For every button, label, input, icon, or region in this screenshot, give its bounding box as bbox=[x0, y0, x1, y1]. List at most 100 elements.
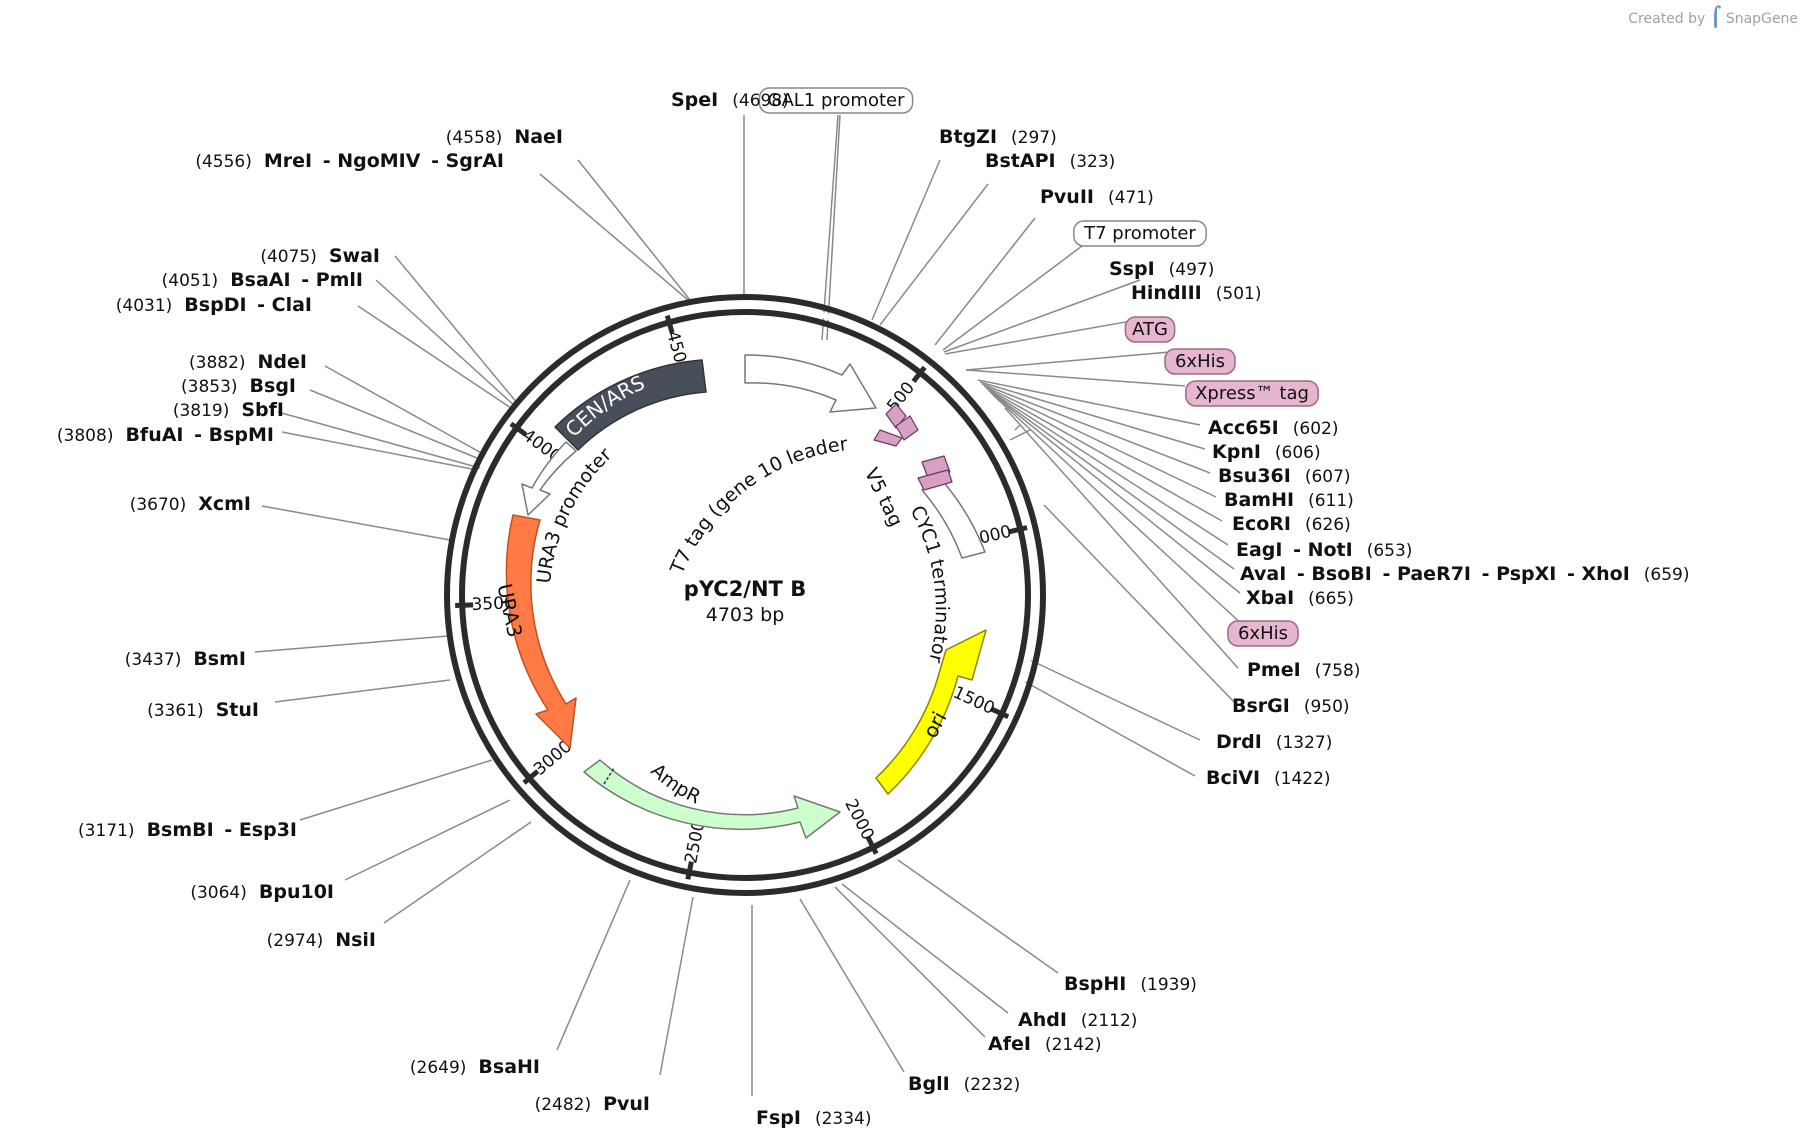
enzyme-site-label[interactable]: FspI(2334) bbox=[756, 1107, 872, 1129]
leader-line bbox=[556, 879, 631, 1051]
enzyme-site-label[interactable]: (4075)SwaI bbox=[260, 245, 380, 267]
enzyme-site-label[interactable]: SpeI(4698) bbox=[671, 89, 789, 111]
enzyme-site-label[interactable]: HindIII(501) bbox=[1131, 282, 1261, 304]
enzyme-name: BtgZI bbox=[939, 126, 997, 148]
his-tag-2-marker bbox=[917, 469, 953, 491]
enzyme-position: (3064) bbox=[190, 883, 247, 903]
leader-line bbox=[987, 389, 1229, 546]
enzyme-site-label[interactable]: AvaI - BsoBI - PaeR7I - PspXI - XhoI(659… bbox=[1240, 563, 1689, 585]
enzyme-site-label[interactable]: AfeI(2142) bbox=[988, 1033, 1101, 1055]
leader-line bbox=[799, 898, 905, 1073]
leader-line bbox=[991, 393, 1241, 594]
cen-ars-feature[interactable] bbox=[554, 359, 707, 451]
leader-line bbox=[577, 159, 691, 301]
enzyme-site-label[interactable]: BtgZI(297) bbox=[939, 126, 1057, 148]
enzyme-site-label[interactable]: Bsu36I(607) bbox=[1218, 465, 1351, 487]
enzyme-site-label[interactable]: (4031)BspDI - ClaI bbox=[116, 294, 312, 316]
enzyme-site-label[interactable]: (3171)BsmBI - Esp3I bbox=[78, 819, 297, 841]
cyc1-terminator-feature[interactable] bbox=[921, 477, 986, 559]
enzyme-site-label[interactable]: (3437)BsmI bbox=[125, 648, 246, 670]
enzyme-site-label[interactable]: BamHI(611) bbox=[1224, 489, 1354, 511]
feature-label-box[interactable] bbox=[1124, 316, 1176, 343]
feature-label-text: GAL1 promoter bbox=[768, 90, 906, 111]
tick-mark bbox=[990, 706, 1010, 720]
enzyme-name: DrdI bbox=[1216, 731, 1262, 753]
enzyme-site-label[interactable]: (2482)PvuI bbox=[535, 1093, 650, 1115]
t7-tag-feature[interactable] bbox=[744, 354, 877, 413]
enzyme-site-label[interactable]: EcoRI(626) bbox=[1232, 513, 1351, 535]
enzyme-site-label[interactable]: EagI - NotI(653) bbox=[1236, 539, 1412, 561]
enzyme-labels: SpeI(4698) (4558)NaeI(4556)MreI - NgoMIV … bbox=[57, 89, 1690, 1129]
feature-label-box[interactable] bbox=[1073, 220, 1207, 247]
enzyme-site-label[interactable]: (3670)XcmI bbox=[130, 493, 251, 515]
enzyme-position: (3882) bbox=[189, 353, 246, 373]
enzyme-site-label[interactable]: BstAPI(323) bbox=[985, 150, 1115, 172]
enzyme-name: NdeI bbox=[258, 351, 307, 373]
his-marker bbox=[895, 415, 919, 441]
enzyme-site-label[interactable]: BsrGI(950) bbox=[1232, 695, 1350, 717]
enzyme-site-label[interactable]: (2649)BsaHI bbox=[410, 1056, 540, 1078]
enzyme-site-label[interactable]: (4558)NaeI bbox=[446, 126, 563, 148]
feature-label-text: Xpress™ tag bbox=[1195, 383, 1309, 404]
enzyme-position: (1327) bbox=[1276, 733, 1333, 753]
leader-line bbox=[277, 411, 481, 469]
ura3-feature[interactable] bbox=[505, 514, 577, 749]
enzyme-site-label[interactable]: BciVI(1422) bbox=[1206, 767, 1331, 789]
leader-line bbox=[943, 279, 1141, 353]
enzyme-site-label[interactable]: (3853)BsgI bbox=[181, 375, 296, 397]
enzyme-position: (4558) bbox=[446, 128, 503, 148]
enzyme-position: (501) bbox=[1216, 284, 1262, 304]
feature-label-box[interactable] bbox=[1164, 348, 1236, 375]
ori-feature[interactable] bbox=[875, 629, 987, 795]
enzyme-site-label[interactable]: AhdI(2112) bbox=[1018, 1009, 1137, 1031]
enzyme-site-label[interactable]: PmeI(758) bbox=[1247, 659, 1360, 681]
leader-line bbox=[989, 391, 1235, 570]
feature-label-box[interactable] bbox=[1227, 620, 1299, 647]
enzyme-site-label[interactable]: Acc65I(602) bbox=[1208, 417, 1338, 439]
enzyme-site-label[interactable]: (2974)NsiI bbox=[267, 929, 376, 951]
leader-line bbox=[965, 351, 1171, 371]
enzyme-name: - SgrAI bbox=[424, 150, 504, 172]
enzyme-name: AfeI bbox=[988, 1033, 1031, 1055]
enzyme-site-label[interactable]: (3064)Bpu10I bbox=[190, 881, 334, 903]
feature-label-box[interactable] bbox=[1185, 380, 1319, 407]
enzyme-position: (323) bbox=[1070, 152, 1116, 172]
enzyme-site-label[interactable]: BspHI(1939) bbox=[1064, 973, 1197, 995]
enzyme-site-label[interactable]: (4051)BsaAI - PmlI bbox=[162, 269, 363, 291]
enzyme-site-label[interactable]: (3882) NdeI bbox=[189, 351, 307, 373]
enzyme-site-label[interactable]: (3361)StuI bbox=[147, 699, 259, 721]
enzyme-name: PmeI bbox=[1247, 659, 1301, 681]
enzyme-site-label[interactable]: DrdI (1327) bbox=[1216, 731, 1332, 753]
enzyme-name: SbfI bbox=[241, 399, 284, 421]
enzyme-site-label[interactable]: KpnI(606) bbox=[1212, 441, 1321, 463]
enzyme-site-label[interactable]: SspI(497) bbox=[1109, 258, 1214, 280]
enzyme-site-label[interactable]: (3819)SbfI bbox=[173, 399, 284, 421]
enzyme-name: SspI bbox=[1109, 258, 1155, 280]
enzyme-name: PvuI bbox=[603, 1093, 650, 1115]
feature-label-box[interactable] bbox=[758, 87, 914, 114]
enzyme-site-label[interactable]: (3808)BfuAI - BspMI bbox=[57, 424, 274, 446]
enzyme-name: - PaeR7I bbox=[1376, 563, 1471, 585]
enzyme-position: (4075) bbox=[260, 247, 317, 267]
leader-line bbox=[834, 886, 986, 1038]
enzyme-name: BglI bbox=[908, 1073, 950, 1095]
enzyme-name: PvuII bbox=[1040, 186, 1094, 208]
enzyme-name: FspI bbox=[756, 1107, 801, 1129]
tick-label: 2000 bbox=[840, 796, 877, 844]
ampr-junction bbox=[603, 767, 615, 785]
enzyme-site-label[interactable]: XbaI(665) bbox=[1246, 587, 1354, 609]
enzyme-site-label[interactable]: BglI(2232) bbox=[908, 1073, 1020, 1095]
leader-line bbox=[983, 385, 1217, 498]
cyc1-terminator-label: CYC1 terminator bbox=[906, 502, 953, 665]
tick-mark bbox=[685, 861, 694, 880]
ampr-feature[interactable] bbox=[583, 759, 841, 839]
tick-mark bbox=[1008, 525, 1028, 535]
leader-line bbox=[897, 859, 1059, 974]
ura3-promoter-feature[interactable] bbox=[521, 441, 577, 516]
leader-line bbox=[965, 369, 1186, 387]
enzyme-name: - XhoI bbox=[1560, 563, 1629, 585]
enzyme-site-label[interactable]: PvuII(471) bbox=[1040, 186, 1154, 208]
leader-line bbox=[981, 383, 1211, 474]
enzyme-site-label[interactable]: (4556)MreI - NgoMIV - SgrAI bbox=[195, 150, 504, 172]
